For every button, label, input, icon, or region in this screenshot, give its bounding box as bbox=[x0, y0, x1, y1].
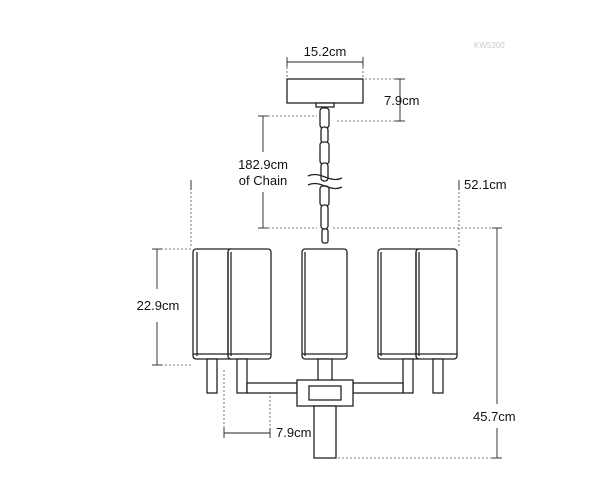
canopy-height-label: 7.9cm bbox=[384, 93, 419, 108]
canopy-width-dimension: 15.2cm bbox=[286, 44, 364, 78]
chain-length-dimension: 182.9cm of Chain bbox=[238, 115, 317, 229]
overall-width-dimension: 52.1cm bbox=[190, 177, 507, 247]
overall-height-dimension: 45.7cm bbox=[333, 227, 516, 459]
chain-length-suffix: of Chain bbox=[239, 173, 287, 188]
canopy-height-dimension: 7.9cm bbox=[337, 78, 419, 122]
overall-height-label: 45.7cm bbox=[473, 409, 516, 424]
right-shade-pair bbox=[377, 248, 458, 360]
canopy bbox=[286, 78, 364, 108]
left-shade-pair bbox=[192, 248, 272, 360]
chain-length-value: 182.9cm bbox=[238, 157, 288, 172]
arms-and-body bbox=[206, 358, 444, 459]
shade-height-label: 22.9cm bbox=[137, 298, 180, 313]
arm-offset-label: 7.9cm bbox=[276, 425, 311, 440]
arm-offset-dimension: 7.9cm bbox=[223, 370, 311, 440]
chain bbox=[307, 107, 343, 244]
center-shade bbox=[301, 248, 348, 360]
product-code: KW5300 bbox=[474, 41, 505, 50]
shade-height-dimension: 22.9cm bbox=[137, 248, 191, 366]
overall-width-label: 52.1cm bbox=[464, 177, 507, 192]
canopy-width-label: 15.2cm bbox=[304, 44, 347, 59]
